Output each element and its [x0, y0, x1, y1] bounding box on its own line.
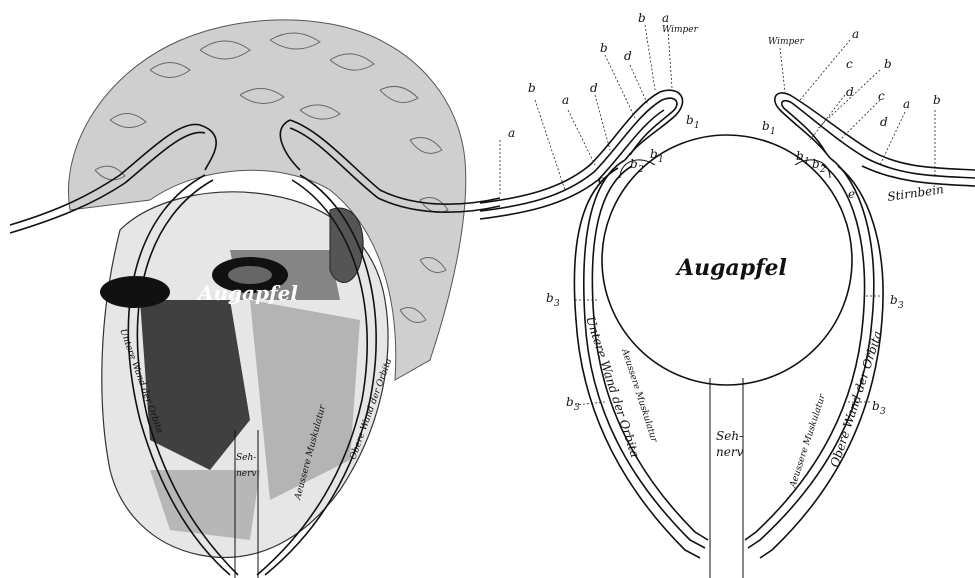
letter-d-right-2: d [880, 115, 888, 129]
letter-b1-right-sub: 1 [770, 127, 776, 137]
letter-b3-left-sub: 3 [554, 299, 560, 309]
letter-b-right: b [884, 57, 892, 71]
letter-a-right: a [903, 97, 910, 111]
letter-e-right: e [848, 187, 855, 201]
letter-b3-left-2-sub: 3 [574, 403, 580, 413]
letter-b1-right-2: b [796, 149, 804, 163]
letter-a-far-left: a [508, 126, 515, 140]
letter-b-top-left: b [638, 11, 646, 25]
lash-right-label: Wimper [768, 37, 805, 47]
letter-c-right: c [846, 57, 853, 71]
letter-c-right-2: c [878, 89, 885, 103]
letter-b1-right-2-sub: 1 [804, 157, 810, 167]
muscle-right-label: Aeussere Muskulatur [788, 392, 828, 489]
eyeball-label: Augapfel [675, 255, 787, 281]
letter-b1-left-sub: 1 [694, 121, 700, 131]
nerve-label-2: nerv [716, 445, 744, 459]
letter-b2-right-sub: 2 [819, 165, 826, 175]
letter-b1-left: b [686, 113, 694, 127]
face-eyeball-label: Augapfel [196, 281, 298, 305]
letter-b1-right: b [762, 119, 770, 133]
schematic [480, 90, 975, 578]
letter-b-left-2: b [600, 41, 608, 55]
face-nerve-label-2: nerv [236, 469, 257, 479]
letter-a-left-2: a [562, 93, 569, 107]
letter-b3-right-2: b [872, 399, 880, 413]
letter-b3-left: b [546, 291, 554, 305]
letter-d-left: d [624, 49, 632, 63]
letter-d-right: d [846, 85, 854, 99]
letter-b3-left-2: b [566, 395, 574, 409]
left-eye [100, 276, 170, 308]
letter-a-top-right: a [852, 27, 859, 41]
letter-b-far-right: b [933, 93, 941, 107]
letter-b3-right-2-sub: 3 [880, 407, 886, 417]
nerve-label-1: Seh- [716, 429, 743, 443]
letter-b2-left-sub: 2 [637, 165, 644, 175]
letter-e-left: e [598, 173, 605, 187]
letter-b2-left: b [630, 157, 638, 171]
letter-b-left-3: b [528, 81, 536, 95]
letter-b3-right-sub: 3 [898, 301, 904, 311]
letter-b1-left-2-sub: 1 [658, 155, 664, 165]
letter-b2-right: b [812, 157, 820, 171]
face-nerve-label-1: Seh- [236, 453, 256, 463]
lash-left-label: Wimper [662, 25, 699, 35]
letter-b1-left-2: b [650, 147, 658, 161]
letter-a-top-left: a [662, 11, 669, 25]
letter-d-left-2: d [590, 81, 598, 95]
frontal-bone-label: Stirnbein [886, 182, 944, 204]
letter-b3-right: b [890, 293, 898, 307]
